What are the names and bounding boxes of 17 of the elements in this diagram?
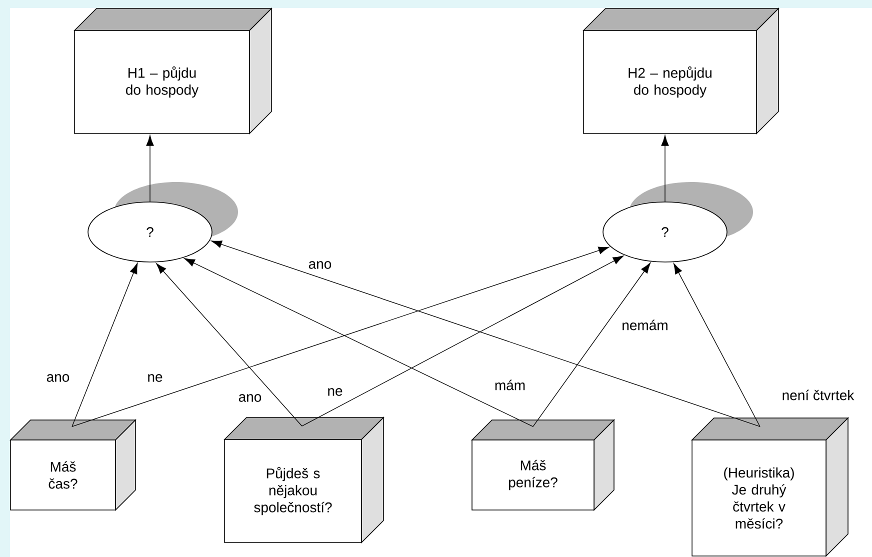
arrow bbox=[674, 263, 760, 427]
arrow bbox=[146, 135, 154, 202]
arrow bbox=[72, 262, 138, 427]
edge-label: ano bbox=[307, 260, 333, 270]
arrow bbox=[211, 240, 760, 427]
arrow bbox=[72, 246, 610, 427]
edge-label: ne bbox=[326, 387, 344, 397]
edge-label: ne bbox=[146, 373, 164, 383]
arrow bbox=[184, 258, 534, 427]
edge-label: ano bbox=[237, 393, 263, 403]
arrow bbox=[661, 135, 669, 202]
edge-label: ano bbox=[45, 373, 71, 383]
arrow bbox=[532, 262, 651, 427]
arrow bbox=[156, 263, 302, 426]
edge-label: nemám bbox=[620, 318, 670, 332]
arrow bbox=[302, 256, 624, 426]
edge-label: není čtvrtek bbox=[780, 388, 856, 402]
